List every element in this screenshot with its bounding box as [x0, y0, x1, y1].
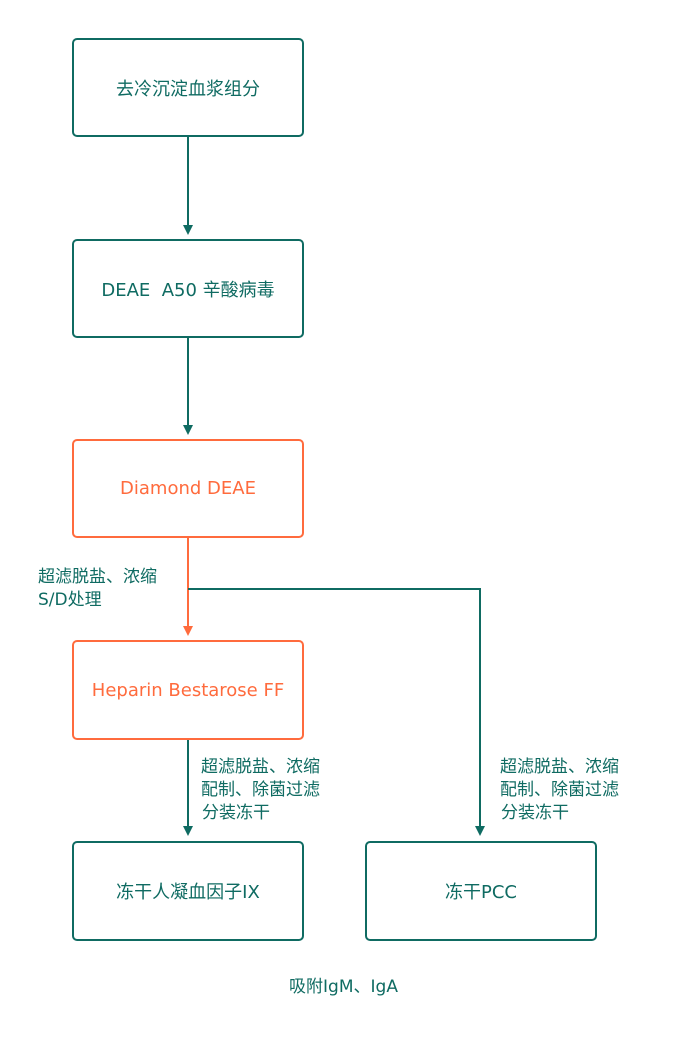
node-pcc: 冻干PCC [365, 841, 597, 941]
footer-note: 吸附IgM、IgA [289, 977, 398, 997]
label-line: 分装冻干 [202, 803, 270, 823]
label-line: 配制、除菌过滤 [201, 780, 320, 800]
label-line: 配制、除菌过滤 [500, 780, 619, 800]
arrow-branch-pcc [188, 588, 485, 836]
node-pcc-label: 冻干PCC [445, 882, 517, 903]
node-factor-ix: 冻干人凝血因子IX [72, 841, 304, 941]
node-plasma-fraction-label: 去冷沉淀血浆组分 [116, 78, 260, 100]
node-deae-a50: DEAE A50 辛酸病毒 [72, 239, 304, 338]
node-deae-a50-label: DEAE A50 辛酸病毒 [101, 279, 275, 301]
label-line: S/D处理 [38, 590, 102, 610]
node-factor-ix-label: 冻干人凝血因子IX [116, 882, 260, 903]
node-diamond-deae: Diamond DEAE [72, 439, 304, 538]
label-to-pcc: 超滤脱盐、浓缩 配制、除菌过滤 分装冻干 [500, 756, 619, 825]
node-heparin-bestarose-label: Heparin Bestarose FF [91, 679, 285, 701]
label-line: 分装冻干 [501, 803, 569, 823]
label-line: 超滤脱盐、浓缩 [500, 757, 619, 777]
node-diamond-deae-label: Diamond DEAE [120, 478, 256, 499]
label-line: 超滤脱盐、浓缩 [201, 757, 320, 777]
node-plasma-fraction: 去冷沉淀血浆组分 [72, 38, 304, 137]
label-between-4-5: 超滤脱盐、浓缩 配制、除菌过滤 分装冻干 [201, 756, 320, 825]
node-heparin-bestarose: Heparin Bestarose FF [72, 640, 304, 740]
label-line: 超滤脱盐、浓缩 [38, 567, 157, 587]
label-between-3-4: 超滤脱盐、浓缩 S/D处理 [38, 566, 157, 612]
